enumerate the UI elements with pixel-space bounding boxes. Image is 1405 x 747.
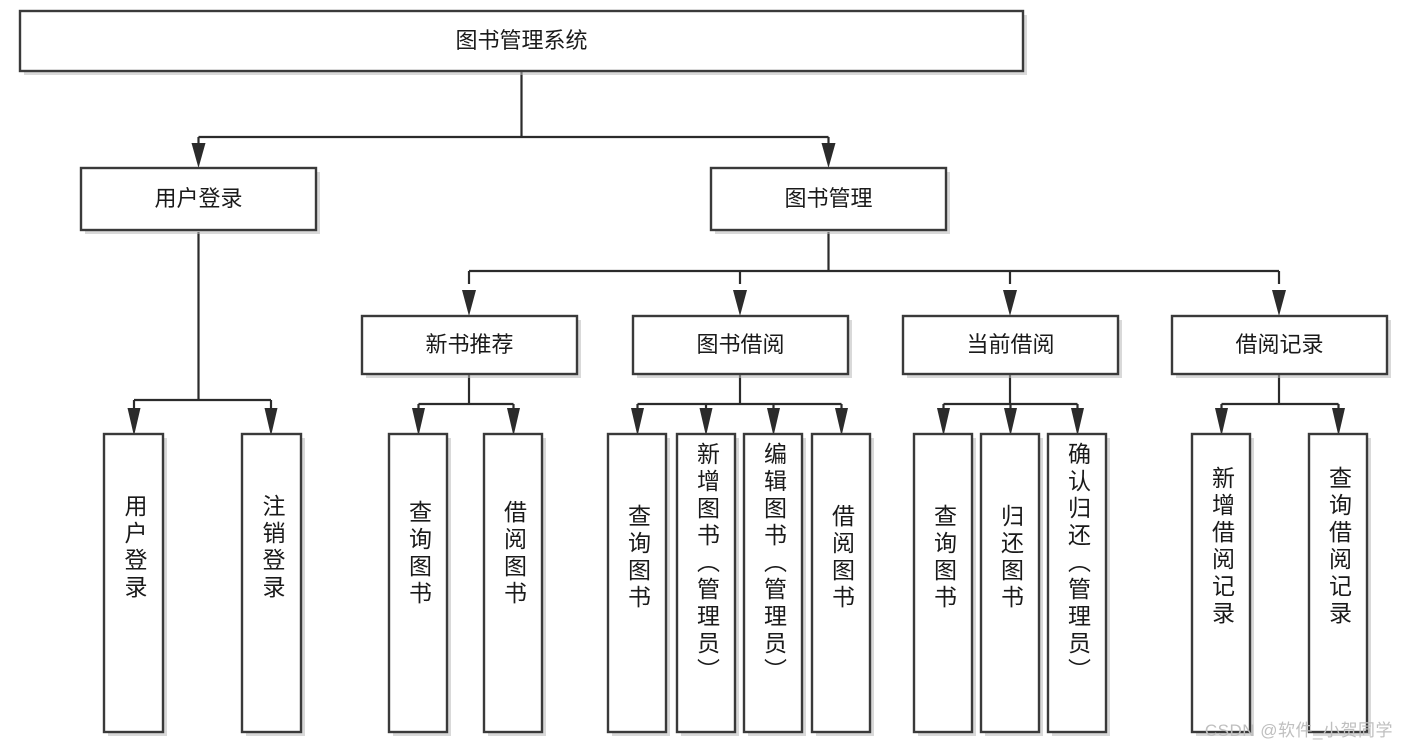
arrow-book-borrow	[733, 290, 747, 316]
node-book-borrow[interactable]	[631, 314, 850, 376]
node-user-login[interactable]	[79, 166, 318, 232]
arrow-leaf-user-login	[127, 408, 141, 436]
node-leaf-borrow-book-bor[interactable]	[810, 432, 872, 734]
node-leaf-confirm-return[interactable]	[1046, 432, 1108, 734]
arrow-leaf-edit-book	[767, 408, 780, 436]
arrow-leaf-logout	[264, 408, 278, 436]
arrow-leaf-query-book-cur	[937, 408, 950, 436]
node-root-label: 图书管理系统	[455, 28, 587, 53]
node-book-borrow-label: 图书借阅	[696, 332, 784, 357]
arrow-leaf-borrow-book-bor	[835, 408, 848, 436]
csdn-watermark: CSDN @软件_小贺同学	[1204, 721, 1393, 740]
arrow-new-book-recommend	[462, 290, 476, 316]
arrow-book-manage	[821, 143, 836, 168]
node-borrow-record-label: 借阅记录	[1235, 332, 1323, 357]
node-leaf-query-book-bor[interactable]	[606, 432, 668, 734]
node-new-book-recommend-label: 新书推荐	[425, 332, 513, 357]
arrow-leaf-add-book	[699, 408, 713, 436]
node-leaf-logout[interactable]	[240, 432, 303, 734]
arrow-leaf-query-record	[1332, 408, 1345, 436]
arrow-leaf-borrow-book-rec	[507, 408, 520, 436]
arrow-leaf-confirm-return	[1071, 408, 1084, 436]
node-current-borrow[interactable]	[901, 314, 1120, 376]
node-leaf-query-book-rec[interactable]	[387, 432, 449, 734]
node-user-login-label: 用户登录	[154, 186, 242, 211]
arrow-current-borrow	[1003, 290, 1017, 316]
node-book-manage[interactable]	[709, 166, 948, 232]
nodes-layer: 图书管理系统 用户登录 图书管理 新书推荐 图书借阅 当前借阅 借阅记录	[18, 9, 1391, 736]
node-current-borrow-label: 当前借阅	[966, 332, 1054, 357]
arrow-leaf-return-book	[1004, 408, 1017, 436]
node-leaf-edit-book[interactable]	[742, 432, 804, 734]
node-root[interactable]	[18, 9, 1025, 73]
arrow-user-login	[191, 143, 206, 168]
node-leaf-add-record[interactable]	[1190, 432, 1252, 734]
node-leaf-query-record[interactable]	[1307, 432, 1369, 734]
node-book-manage-label: 图书管理	[784, 186, 872, 211]
connectors-layer	[127, 71, 1345, 436]
arrow-borrow-record	[1272, 290, 1286, 316]
arrow-leaf-query-book-rec	[412, 408, 425, 436]
arrow-leaf-add-record	[1215, 408, 1228, 436]
node-leaf-query-book-cur[interactable]	[912, 432, 974, 734]
arrow-leaf-query-book-bor	[631, 408, 644, 436]
node-leaf-return-book[interactable]	[979, 432, 1041, 734]
node-leaf-borrow-book-rec[interactable]	[482, 432, 544, 734]
node-borrow-record[interactable]	[1170, 314, 1389, 376]
node-leaf-add-book[interactable]	[675, 432, 737, 734]
node-leaf-user-login[interactable]	[102, 432, 165, 734]
node-new-book-recommend[interactable]	[360, 314, 579, 376]
